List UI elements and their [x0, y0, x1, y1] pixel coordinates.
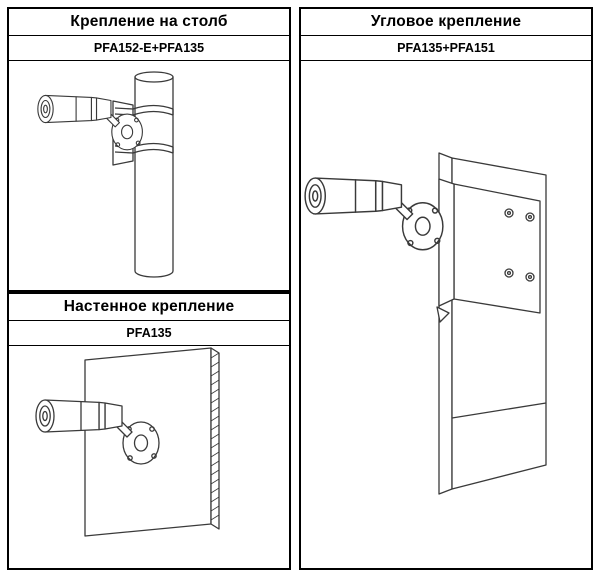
corner-panel-title: Угловое крепление [301, 9, 591, 36]
pole-panel-title: Крепление на столб [9, 9, 289, 36]
corner-bracket-illustration [436, 178, 541, 323]
wall-panel-title: Настенное крепление [9, 294, 289, 321]
bullet-camera-illustration [304, 177, 444, 251]
pole-mount-figure [9, 61, 289, 290]
pole-mount-panel: Крепление на столб PFA152-E+PFA135 [7, 7, 291, 292]
pole-panel-product-code: PFA152-E+PFA135 [9, 36, 289, 61]
wall-mount-panel: Настенное крепление PFA135 [7, 292, 291, 570]
corner-mount-figure [301, 61, 591, 568]
pole-illustration [134, 71, 174, 278]
hatch-marks [210, 352, 220, 521]
mounting-screws [504, 208, 535, 282]
wall-panel-product-code: PFA135 [9, 321, 289, 346]
corner-panel-product-code: PFA135+PFA151 [301, 36, 591, 61]
bracket-tab [436, 306, 450, 323]
wall-mount-figure [9, 346, 289, 568]
corner-mount-panel: Угловое крепление PFA135+PFA151 [299, 7, 593, 570]
